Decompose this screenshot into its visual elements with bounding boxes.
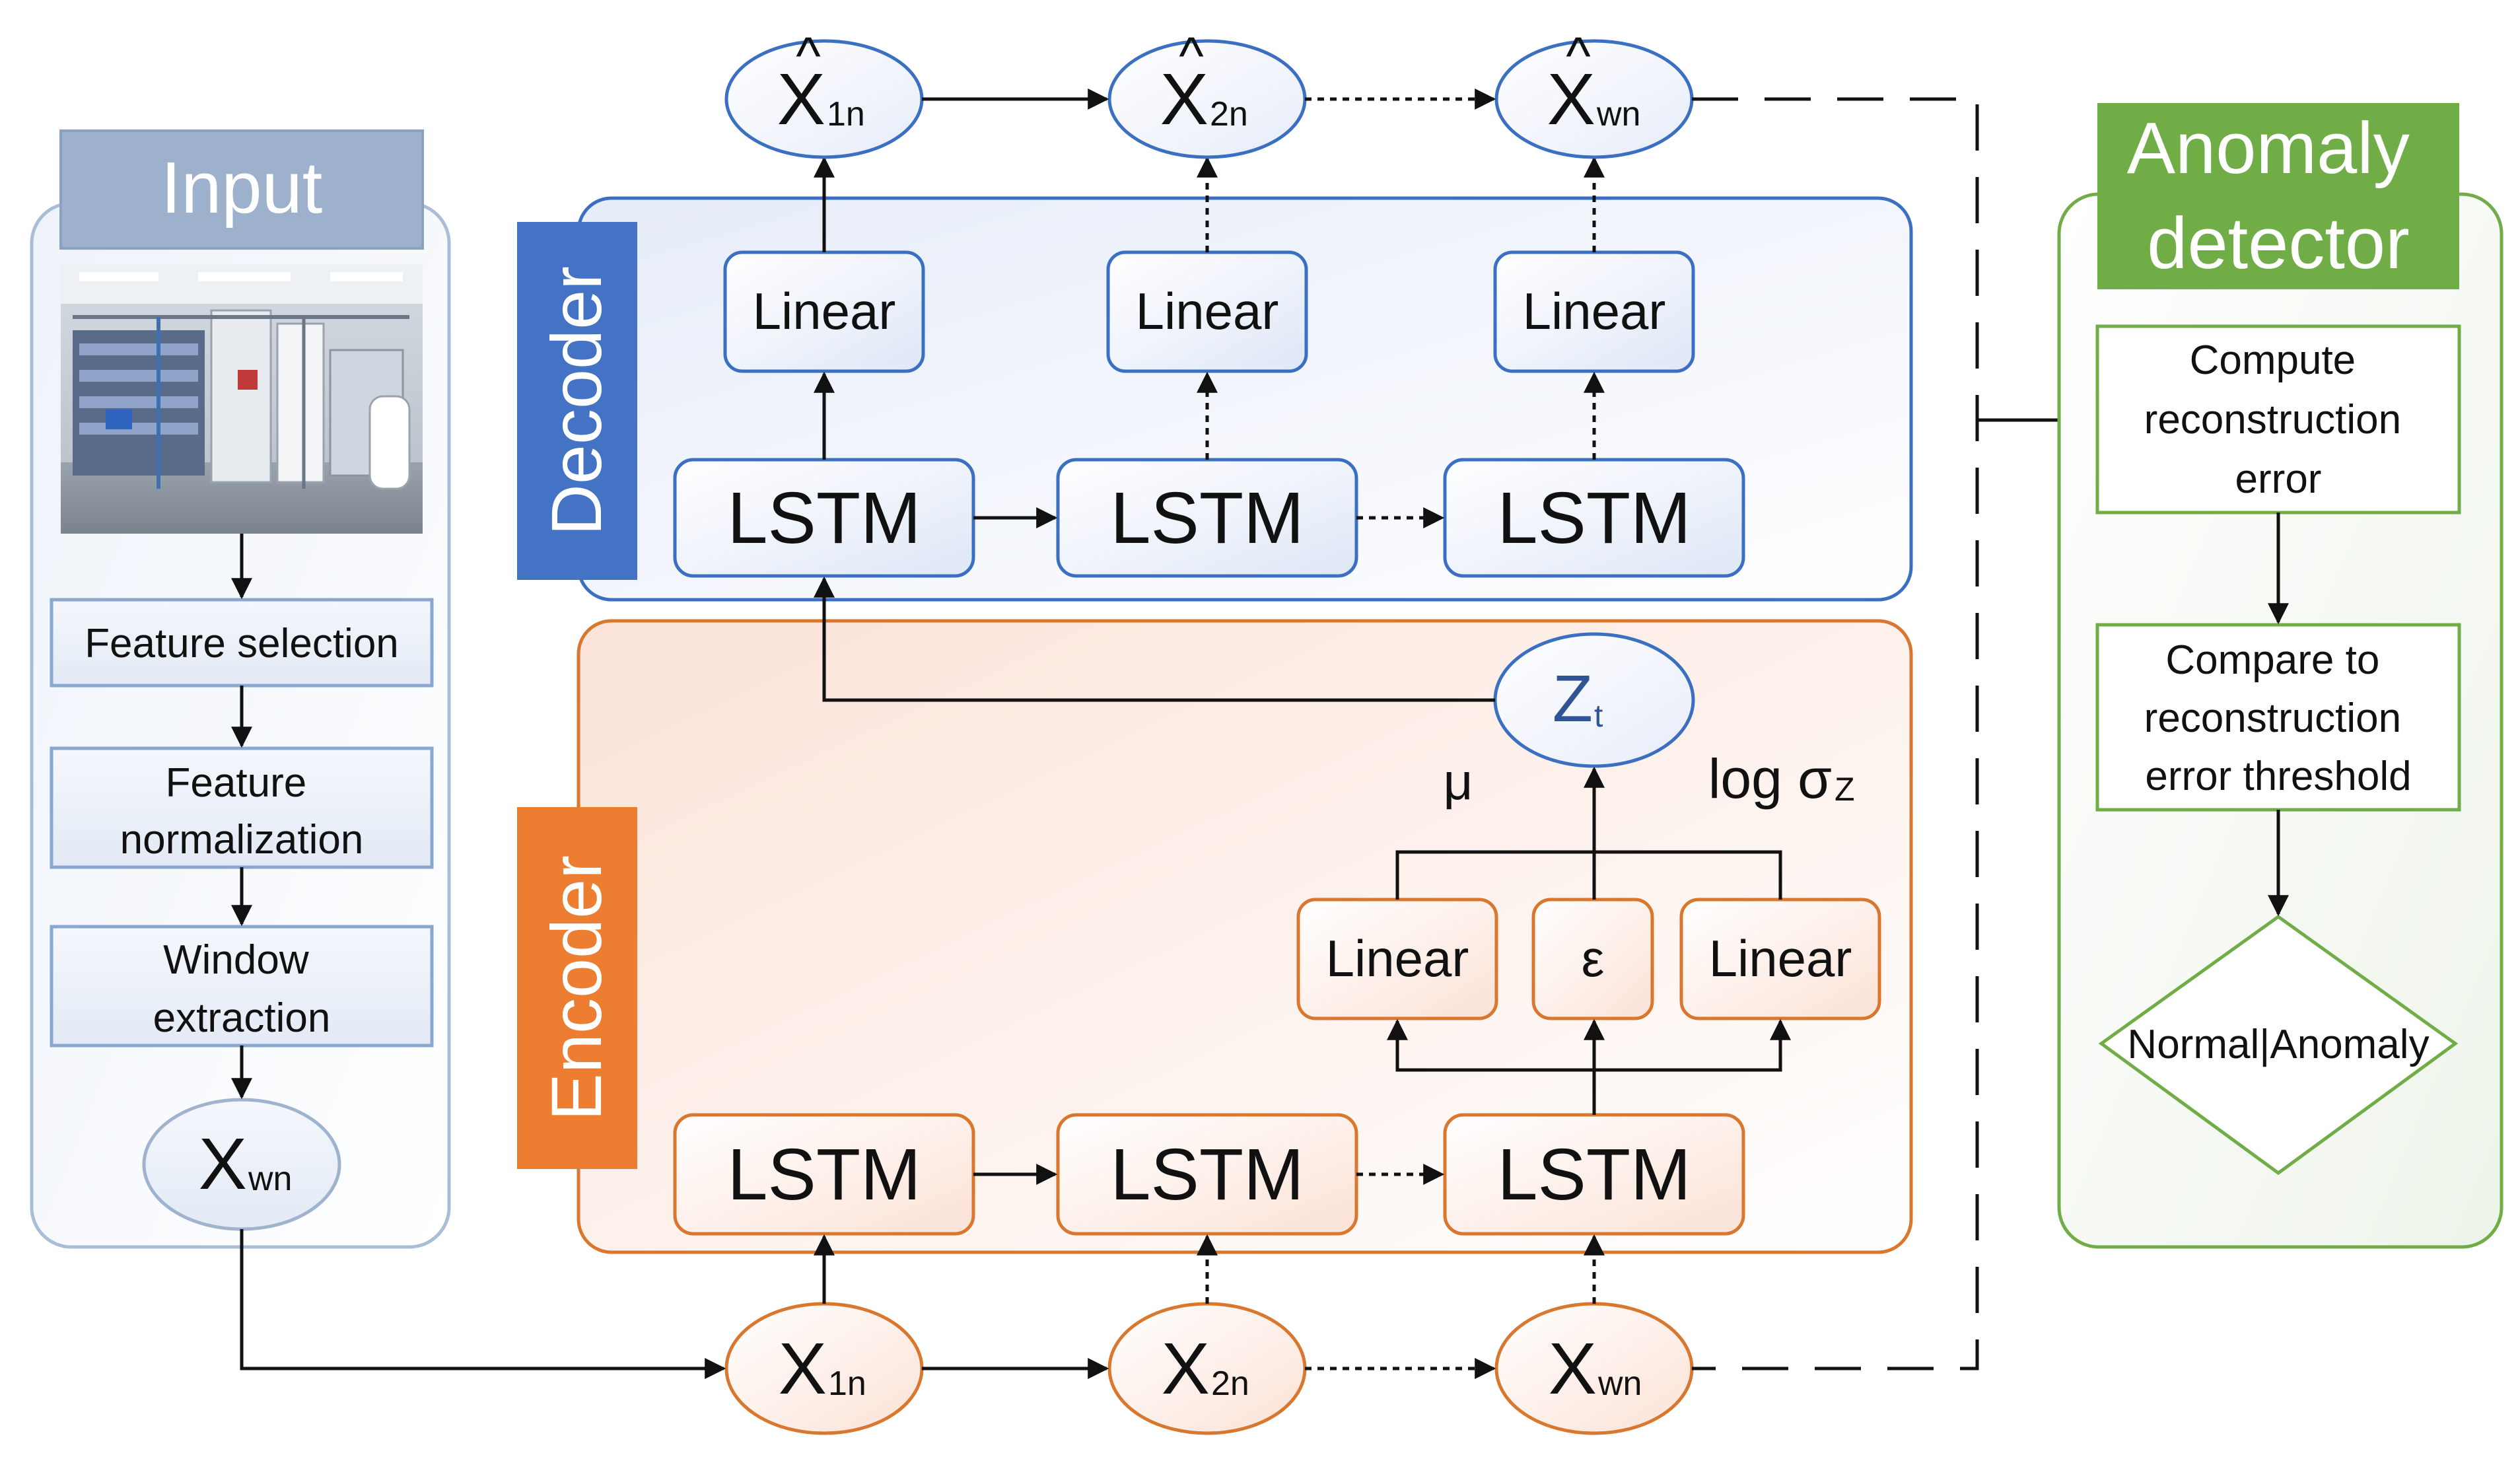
svg-text:X: X (1549, 1328, 1597, 1409)
svg-text:Linear: Linear (1326, 929, 1469, 987)
decoder-lstm-2: LSTM (1056, 458, 1358, 578)
svg-text:1n: 1n (827, 95, 865, 133)
decoder-lstm-3: LSTM (1443, 458, 1745, 578)
svg-text:1n: 1n (828, 1365, 866, 1403)
mu-label: μ (1444, 752, 1473, 810)
decoder-lstm-1: LSTM (673, 458, 975, 578)
window-node: X wn (142, 1098, 341, 1231)
svg-text:X: X (779, 1328, 827, 1409)
svg-text:2n: 2n (1211, 1365, 1249, 1403)
svg-text:^: ^ (1179, 26, 1204, 85)
svg-text:log σ: log σ (1708, 748, 1832, 810)
arrow-enc-lstm3-linear-mu (1387, 1018, 1594, 1072)
encoder-epsilon: ε (1531, 898, 1654, 1020)
decoder-block: Decoder Linear Linear Linear LSTM LSTM L… (517, 156, 1913, 602)
compare-threshold-step: Compare to reconstruction error threshol… (2095, 623, 2461, 812)
compute-reconstruction-error-step: Compute reconstruction error (2095, 324, 2461, 515)
decoder-linear-3: Linear (1493, 250, 1695, 373)
input-title-text: Input (161, 147, 323, 229)
encoder-label: Encoder (536, 855, 616, 1121)
encoder-lstm-2: LSTM (1056, 1113, 1358, 1236)
window-extraction-step: Window extraction (50, 925, 434, 1048)
anomaly-title: Anomaly detector (2127, 108, 2430, 284)
feature-normalization-step: Feature normalization (50, 746, 434, 869)
latent-node: Z t (1493, 632, 1695, 768)
svg-text:Compute reconstruction: Compute reconstruction error (2144, 338, 2413, 502)
encoder-linear-mu: Linear (1296, 898, 1498, 1020)
encoder-linear-sigma: Linear (1679, 898, 1881, 1020)
feature-selection-step: Feature selection (50, 598, 434, 688)
input-node-3: X wn (1494, 1302, 1694, 1435)
svg-text:LSTM: LSTM (1497, 1134, 1691, 1215)
arrow-latent-to-decoder (814, 576, 1495, 702)
input-node-1: X 1n (724, 1302, 924, 1435)
window-extraction-label: Window extraction (153, 937, 331, 1041)
arrow-enc-lstm3-linear-sigma (1594, 1018, 1791, 1072)
encoder-inputs: X 1n X 2n X wn (724, 1234, 1694, 1435)
svg-text:2n: 2n (1210, 95, 1248, 133)
anomaly-detector-panel: Anomaly detector Compute reconstruction … (2057, 103, 2503, 1249)
feature-normalization-label: Feature normalization (120, 760, 364, 863)
svg-text:X: X (1547, 59, 1595, 140)
input-node-2: X 2n (1107, 1302, 1307, 1435)
input-panel: Input Feature sel (30, 129, 451, 1249)
log-sigma-label: log σ Z (1708, 748, 1855, 810)
svg-text:Linear: Linear (753, 282, 896, 340)
window-node-sub: wn (248, 1160, 292, 1198)
svg-text:LSTM: LSTM (1110, 1134, 1304, 1215)
svg-text:LSTM: LSTM (727, 1134, 921, 1215)
svg-text:wn: wn (1596, 95, 1640, 133)
output-node-1: ^ X 1n (724, 26, 924, 159)
svg-text:LSTM: LSTM (1110, 478, 1304, 559)
svg-text:X: X (777, 59, 825, 140)
svg-text:t: t (1594, 699, 1603, 734)
svg-text:wn: wn (1597, 1365, 1642, 1403)
svg-text:LSTM: LSTM (1497, 478, 1691, 559)
svg-text:X: X (1160, 59, 1208, 140)
svg-text:Linear: Linear (1709, 929, 1852, 987)
output-node-3: ^ X wn (1494, 26, 1694, 159)
svg-text:^: ^ (796, 26, 821, 85)
feature-selection-label: Feature selection (85, 621, 399, 666)
decision-label: Normal|Anomaly (2127, 1022, 2429, 1067)
encoder-lstm-3: LSTM (1443, 1113, 1745, 1236)
window-node-main: X (199, 1123, 247, 1205)
encoder-lstm-1: LSTM (673, 1113, 975, 1236)
arrow-window-to-encoder-input (240, 1229, 726, 1379)
decoder-outputs: ^ X 1n ^ X 2n ^ X wn (724, 26, 1694, 159)
merge-line-mu-sigma (1395, 850, 1782, 900)
svg-text:X: X (1162, 1328, 1210, 1409)
output-node-2: ^ X 2n (1107, 26, 1307, 159)
decision-diamond: Normal|Anomaly (2098, 914, 2459, 1176)
encoder-block: Encoder LSTM LSTM LSTM Linear ε Linear μ… (517, 576, 1913, 1254)
svg-text:Compare to reconstruct: Compare to reconstruction error threshol… (2144, 637, 2413, 799)
svg-text:Linear: Linear (1523, 282, 1666, 340)
input-title: Input (59, 129, 424, 250)
plant-photo (61, 264, 423, 534)
svg-text:Z: Z (1835, 771, 1855, 808)
svg-text:ε: ε (1582, 929, 1605, 987)
decoder-linear-2: Linear (1106, 250, 1308, 373)
decoder-linear-1: Linear (723, 250, 925, 373)
dashed-output-input-link (1692, 97, 1979, 1370)
svg-text:Linear: Linear (1136, 282, 1279, 340)
svg-text:Z: Z (1553, 662, 1593, 736)
svg-text:^: ^ (1566, 26, 1591, 85)
svg-text:LSTM: LSTM (727, 478, 921, 559)
decoder-label: Decoder (536, 266, 616, 536)
